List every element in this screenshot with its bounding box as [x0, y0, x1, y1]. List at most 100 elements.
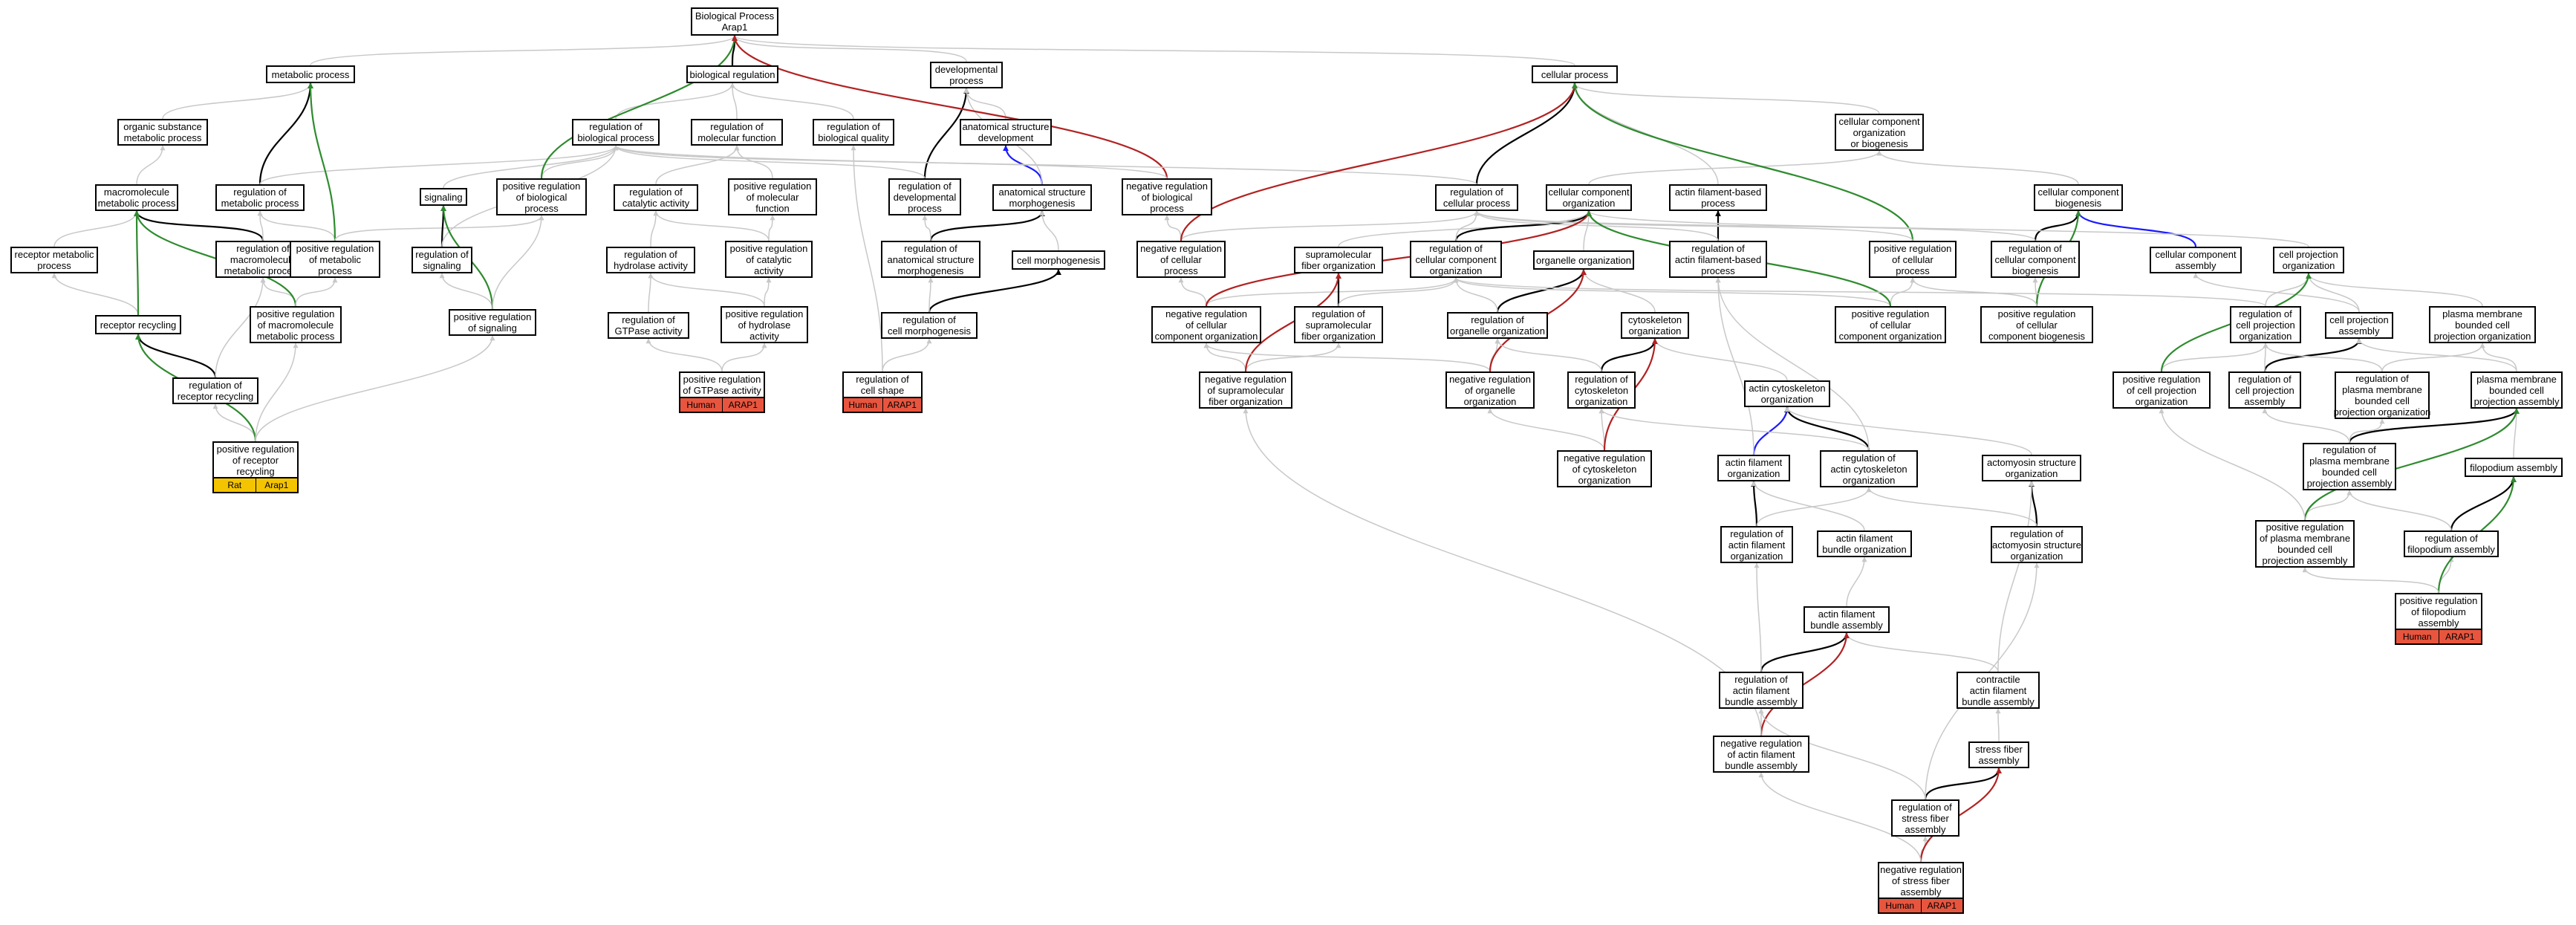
node-label-line: component biogenesis	[1988, 330, 2086, 342]
node-label-line: regulation of	[1730, 528, 1783, 539]
node-label-line: bundle organization	[1822, 544, 1907, 555]
edge-negregcco-to-regcco	[1206, 277, 1459, 307]
go-term-node-filopodium[interactable]: filopodium assembly	[2465, 458, 2563, 477]
node-label-line: plasma membrane	[2342, 384, 2422, 395]
species-tag: Human	[2402, 632, 2432, 642]
go-term-node-cellular[interactable]: cellular process	[1532, 65, 1618, 83]
edge-regcco-to-regcell	[1455, 210, 1480, 241]
go-term-node-cellmorph[interactable]: cell morphogenesis	[1012, 250, 1105, 270]
go-term-node-signaling[interactable]: signaling	[420, 188, 467, 206]
node-label-line: regulation of	[2238, 373, 2292, 385]
go-term-node-organelle[interactable]: organelle organization	[1533, 250, 1634, 270]
go-term-node-metabolic[interactable]: metabolic process	[266, 65, 355, 83]
gene-tag: Arap1	[255, 478, 298, 492]
go-term-node-bioreg[interactable]: biological regulation	[686, 65, 778, 83]
node-label-line: regulation of	[856, 374, 909, 385]
node-label-line: of biological	[515, 191, 567, 203]
go-term-node-recrecyc[interactable]: receptor recycling	[95, 315, 181, 334]
edge-negregsupramol-to-supramol	[1244, 273, 1341, 372]
node-label-line: supramolecular	[1305, 249, 1372, 260]
edge-regorganelle-to-organelle	[1496, 269, 1587, 313]
